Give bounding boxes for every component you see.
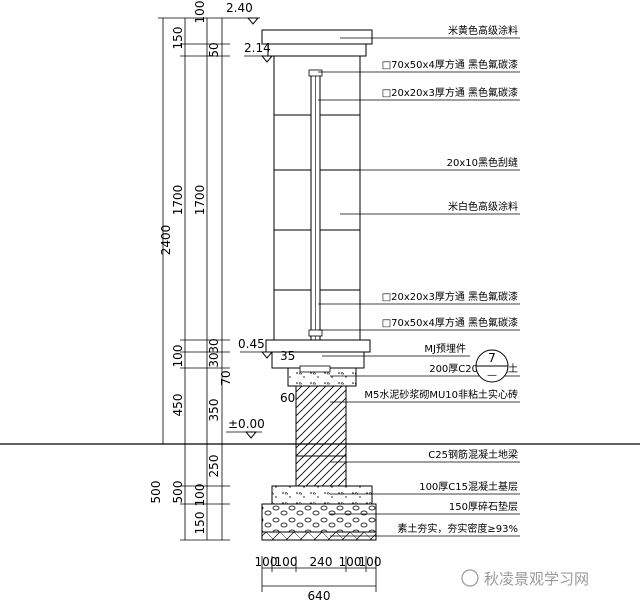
elevation-cap-marker: 2.14 xyxy=(244,41,274,63)
bottom-dim-3: 240 xyxy=(310,555,333,569)
bottom-dim-1: 100 xyxy=(255,555,278,569)
leader-lines xyxy=(318,37,520,537)
wechat-icon xyxy=(461,569,479,587)
pillar-base xyxy=(265,339,371,369)
dim-gravel: 150 xyxy=(193,512,207,535)
steel-tube xyxy=(308,69,323,353)
bottom-dim-total: 640 xyxy=(308,589,331,603)
detail-sheet: — xyxy=(487,370,497,381)
dim-steel-offset: 35 xyxy=(280,349,295,363)
elev-cap-bottom: 2.14 xyxy=(244,41,271,55)
c15-base-layer xyxy=(271,485,373,505)
brick-pier xyxy=(295,385,347,457)
dim-foundation-2: 500 xyxy=(171,481,185,504)
left-dimension-chains xyxy=(158,17,260,541)
note-c15: 100厚C15混凝土基层 xyxy=(419,480,518,493)
elev-ground: ±0.00 xyxy=(228,417,265,431)
elev-top: 2.40 xyxy=(226,1,253,15)
dim-base-mid: 30 xyxy=(207,338,221,353)
dim-top-block: 150 xyxy=(171,27,185,50)
dim-pier-offset: 60 xyxy=(280,391,295,405)
dim-below-base: 450 xyxy=(171,394,185,417)
note-tube-70x50-top: □70x50x4厚方通 黑色氟碳漆 xyxy=(382,58,518,71)
elevation-ground-marker: ±0.00 xyxy=(226,417,265,439)
elevation-base-marker: 0.45 xyxy=(238,337,274,359)
note-tube-20x20-top: □20x20x3厚方通 黑色氟碳漆 xyxy=(382,86,518,99)
dim-c15: 100 xyxy=(193,484,207,507)
note-groove: 20x10黑色刮缝 xyxy=(447,156,518,169)
dim-body-left: 1700 xyxy=(171,185,185,216)
pillar-cap xyxy=(261,29,373,57)
detail-number: 7 xyxy=(488,351,496,365)
dim-base-block: 100 xyxy=(171,345,185,368)
note-tube-70x50-bottom: □70x50x4厚方通 黑色氟碳漆 xyxy=(382,316,518,329)
bottom-dimension-chain xyxy=(261,556,377,592)
embedded-plate xyxy=(299,365,331,373)
elevation-top-marker: 2.40 xyxy=(226,1,260,25)
dim-footing-upper: 30 xyxy=(207,352,221,367)
watermark: 秋凌景观学习网 xyxy=(461,569,589,588)
dim-cap-lower: 50 xyxy=(207,42,221,57)
note-brick: M5水泥砂浆砌MU10非粘土实心砖 xyxy=(364,388,518,401)
dim-footing: 250 xyxy=(207,455,221,478)
dim-body-right: 1700 xyxy=(193,185,207,216)
note-gravel: 150厚碎石垫层 xyxy=(449,500,518,513)
note-cap-paint: 米黄色高级涂料 xyxy=(448,24,518,37)
dim-total: 2400 xyxy=(159,225,173,256)
watermark-text: 秋凌景观学习网 xyxy=(484,570,589,588)
note-embedded-part: MJ预埋件 xyxy=(424,343,466,355)
rc-ground-beam xyxy=(295,455,347,487)
bottom-dim-2: 100 xyxy=(275,555,298,569)
detail-callout: 7 — xyxy=(475,349,509,383)
gravel-layer xyxy=(261,503,377,533)
note-soil: 素土夯实，夯实密度≥93% xyxy=(397,522,518,535)
dim-foundation: 500 xyxy=(149,481,163,504)
note-ground-beam: C25钢筋混凝土地梁 xyxy=(428,448,518,461)
elev-base-top: 0.45 xyxy=(238,337,265,351)
dim-footing-lower: 70 xyxy=(219,370,233,385)
bottom-dim-5: 100 xyxy=(359,555,382,569)
dim-cap-upper: 100 xyxy=(193,1,207,24)
note-body-paint: 米白色高级涂料 xyxy=(448,200,518,213)
note-tube-20x20-bottom: □20x20x3厚方通 黑色氟碳漆 xyxy=(382,290,518,303)
bottom-dim-4: 100 xyxy=(339,555,362,569)
dim-pier: 350 xyxy=(207,399,221,422)
